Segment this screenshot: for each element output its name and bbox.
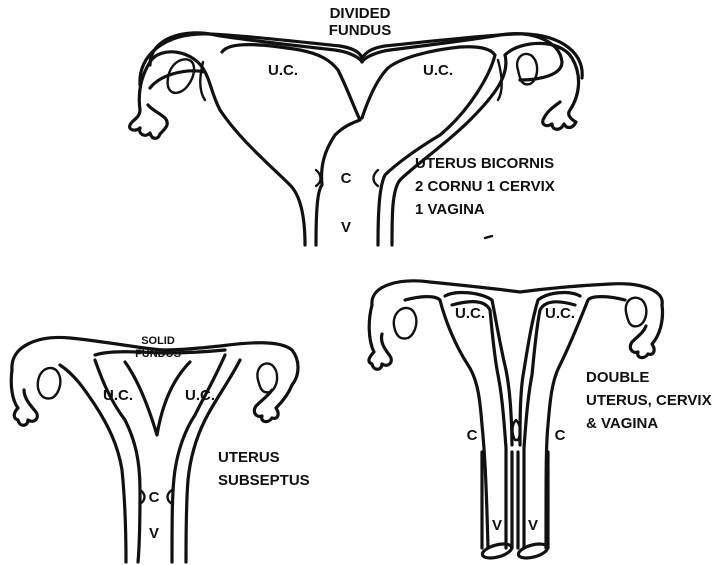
cavity-label-right: U.C. <box>545 305 575 322</box>
left-ovary <box>394 308 417 339</box>
caption-line1: UTERUS BICORNIS <box>415 155 554 172</box>
left-ovary <box>38 368 61 399</box>
figure-double-uterus: U.C. U.C. C C V V DOUBLE UTERUS, CERVIX … <box>369 281 712 561</box>
cervix-label-left: C <box>467 427 478 444</box>
figure-uterus-bicornis: DIVIDED FUNDUS U.C. U.C. C V UTERUS BICO… <box>130 5 583 245</box>
fundus-label-line2: FUNDUS <box>329 22 392 39</box>
fundus-label-line1: SOLID <box>141 335 175 347</box>
right-fallopian-tube <box>505 43 579 129</box>
cavity-label-left: U.C. <box>268 62 298 79</box>
cervix-os <box>512 420 520 440</box>
cervix-label: C <box>149 489 160 506</box>
figure-uterus-subseptus: SOLID FUNDUS U.C. U.C. C V UTERUS SUBSEP… <box>11 335 309 562</box>
left-fallopian-tube <box>11 370 37 425</box>
outer-contour-top <box>372 281 662 305</box>
caption-line1: UTERUS <box>218 449 280 466</box>
cervix-notch-left <box>316 170 321 186</box>
left-fallopian-tube <box>369 305 391 369</box>
caption-line3: 1 VAGINA <box>415 201 485 218</box>
fundus-label-line1: DIVIDED <box>330 5 391 22</box>
cavity-label-left: U.C. <box>455 305 485 322</box>
caption-line2: UTERUS, CERVIX <box>586 392 712 409</box>
left-uterus-outer <box>405 297 488 548</box>
vagina-label-right: V <box>528 517 538 534</box>
right-vagina-opening <box>517 541 549 560</box>
stray-mark <box>485 236 492 238</box>
cervix-label: C <box>341 170 352 187</box>
vagina-label: V <box>341 219 351 236</box>
septum <box>125 362 190 435</box>
left-vagina-opening <box>481 541 513 560</box>
vagina-label-left: V <box>492 517 502 534</box>
vagina-label: V <box>149 525 159 542</box>
cervix-notch-right <box>374 170 379 186</box>
cavity-label-right: U.C. <box>185 387 215 404</box>
right-ovary <box>257 363 277 392</box>
caption-line2: 2 CORNU 1 CERVIX <box>415 178 555 195</box>
cervix-label-right: C <box>555 427 566 444</box>
cavity-label-left: U.C. <box>103 387 133 404</box>
fundus-label-line2: FUNDUS <box>135 348 181 360</box>
caption-line1: DOUBLE <box>586 369 649 386</box>
right-ovary <box>626 298 647 327</box>
left-ovary <box>168 59 194 93</box>
caption-line2: SUBSEPTUS <box>218 472 310 489</box>
left-horn-wall <box>150 71 305 245</box>
cavity-label-right: U.C. <box>423 62 453 79</box>
caption-line3: & VAGINA <box>586 415 658 432</box>
right-ligament <box>498 60 502 100</box>
